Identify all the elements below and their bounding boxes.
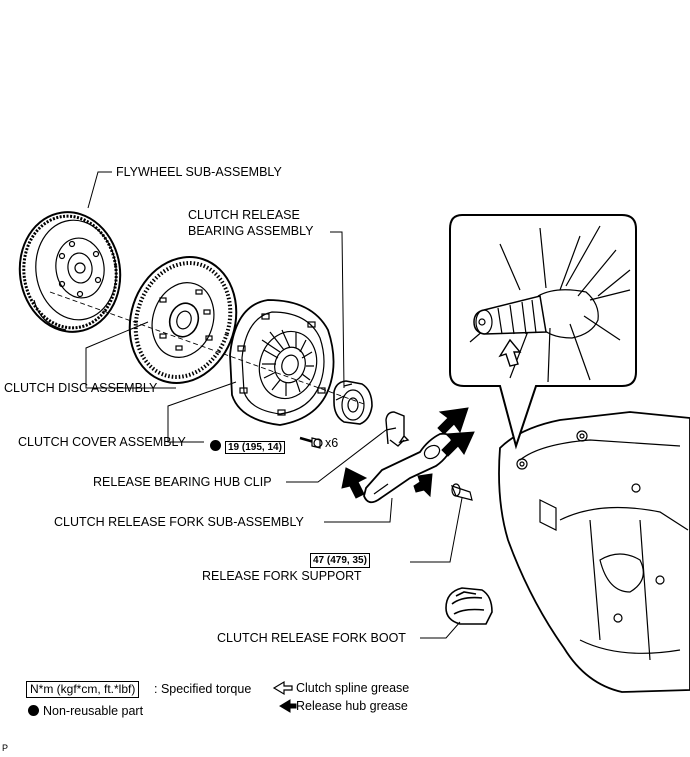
clutch-cover [229,299,335,426]
hub-clip [385,411,410,447]
detail-callout [449,214,637,450]
nonreusable-dot-icon [210,440,221,451]
spline-grease-arrow [498,338,522,367]
cover-bolt [299,436,323,449]
legend-nonreusable: Non-reusable part [28,702,143,720]
flywheel [18,211,122,333]
legend-spline-arrow-icon [272,680,293,696]
label-release-bearing-line2: BEARING ASSEMBLY [188,224,314,238]
legend-hub-grease-text: Release hub grease [296,699,408,713]
cover-bolt-torque-value: 19 (195, 14) [225,441,285,454]
legend-torque-box: N*m (kgf*cm, ft.*lbf) [26,681,140,698]
label-flywheel: FLYWHEEL SUB-ASSEMBLY [116,165,282,179]
label-clutch-disc: CLUTCH DISC ASSEMBLY [4,381,158,395]
label-fork-support: RELEASE FORK SUPPORT [202,569,362,583]
leader-lines [85,171,463,639]
legend-torque-text: : Specified torque [154,682,252,696]
label-release-bearing-line1: CLUTCH RELEASE [188,208,300,222]
corner-mark: P [2,743,9,753]
legend-spline-grease-text: Clutch spline grease [296,681,410,695]
label-fork-boot: CLUTCH RELEASE FORK BOOT [217,631,406,645]
fork-boot [445,587,493,625]
label-hub-clip: RELEASE BEARING HUB CLIP [93,475,272,489]
fork-support-torque-value: 47 (479, 35) [310,553,370,568]
legend-nonreusable-text: Non-reusable part [43,704,144,718]
release-bearing [333,380,373,425]
label-release-fork: CLUTCH RELEASE FORK SUB-ASSEMBLY [54,515,304,529]
cover-bolt-torque: 19 (195, 14) [210,437,285,455]
hub-grease-arrows [279,407,475,713]
label-clutch-cover: CLUTCH COVER ASSEMBLY [18,435,186,449]
release-fork [363,432,453,504]
transmission-housing [498,411,690,693]
fork-support-part [450,483,473,501]
legend-dot-icon [28,705,39,716]
bolt-count: x6 [325,436,339,450]
